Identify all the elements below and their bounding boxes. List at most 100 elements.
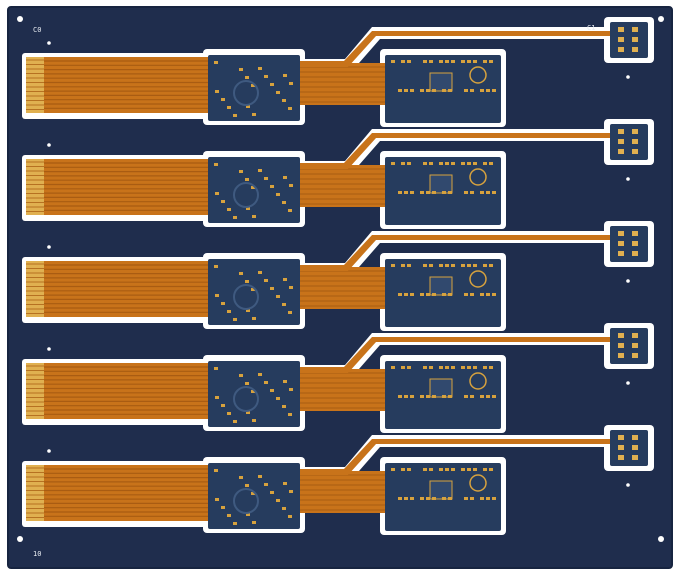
ic-footprint [429,378,453,398]
copper-pad [473,264,477,267]
ground-plane-ring [233,182,259,208]
contact-pad [632,231,638,236]
copper-pad [489,264,493,267]
copper-pad [439,60,443,63]
copper-pad [246,105,250,108]
copper-pad [233,318,237,321]
copper-pad [258,271,262,274]
copper-pad [282,99,286,102]
copper-pad [221,302,225,305]
copper-pad [404,395,408,398]
copper-pad [404,293,408,296]
copper-pad [445,366,449,369]
copper-pad [252,113,256,116]
copper-pad [464,293,468,296]
copper-pad [439,366,443,369]
copper-pad [442,89,446,92]
copper-pad [483,264,487,267]
copper-pad [429,468,433,471]
ic-footprint [429,174,453,194]
contact-pad [618,455,624,460]
copper-pad [480,395,484,398]
contact-pad [632,343,638,348]
copper-pad [489,468,493,471]
copper-pad [442,395,446,398]
copper-pad [492,395,496,398]
flex-lead [300,235,612,271]
copper-pad [445,264,449,267]
contact-pad [618,47,624,52]
mounting-ring [469,168,487,186]
copper-pad [492,191,496,194]
copper-pad [448,497,452,500]
copper-pad [246,207,250,210]
copper-pad [426,497,430,500]
copper-pad [214,367,218,370]
copper-pad [483,366,487,369]
copper-pad [276,397,280,400]
contact-pad [618,251,624,256]
copper-pad [252,419,256,422]
contact-pad [632,353,638,358]
copper-pad [391,366,395,369]
cutout-flex-path [300,129,612,173]
copper-pad [483,468,487,471]
copper-pad [264,279,268,282]
copper-pad [448,89,452,92]
copper-pad [407,468,411,471]
copper-pad [283,380,287,383]
ic-footprint [429,480,453,500]
pcb-unit [22,119,654,229]
copper-pad [215,498,219,501]
copper-pad [492,89,496,92]
rigid-board-a [208,463,300,529]
copper-pad [480,293,484,296]
tooling-hole [658,536,664,542]
copper-pad [282,507,286,510]
copper-pad [289,184,293,187]
copper-pad [445,60,449,63]
flex-bridge [296,63,388,105]
copper-pad [486,395,490,398]
copper-pad [467,366,471,369]
rigid-board-a [208,259,300,325]
rail-hole [626,279,630,283]
copper-pad [489,60,493,63]
copper-pad [233,522,237,525]
gold-finger-contacts [26,465,44,521]
contact-pad [618,129,624,134]
copper-pad [283,176,287,179]
copper-pad [282,405,286,408]
copper-pad [227,310,231,313]
copper-pad [245,178,249,181]
small-rigid-board [610,124,648,160]
copper-pad [233,420,237,423]
rail-hole [626,75,630,79]
mounting-ring [469,372,487,390]
copper-pad [289,82,293,85]
rail-hole [626,381,630,385]
small-rigid-board [610,430,648,466]
copper-pad [404,191,408,194]
copper-pad [442,191,446,194]
rail-hole [47,347,51,351]
copper-pad [270,287,274,290]
copper-pad [467,162,471,165]
contact-pad [618,27,624,32]
copper-pad [258,67,262,70]
copper-pad [258,169,262,172]
flex-bridge [296,369,388,411]
ground-plane-ring [233,80,259,106]
copper-pad [398,497,402,500]
copper-pad [451,264,455,267]
copper-pad [246,309,250,312]
copper-pad [410,191,414,194]
small-rigid-board [610,22,648,58]
copper-pad [289,286,293,289]
copper-pad [423,468,427,471]
mounting-ring [469,474,487,492]
copper-pad [270,491,274,494]
copper-pad [423,366,427,369]
copper-pad [489,366,493,369]
copper-pad [480,497,484,500]
